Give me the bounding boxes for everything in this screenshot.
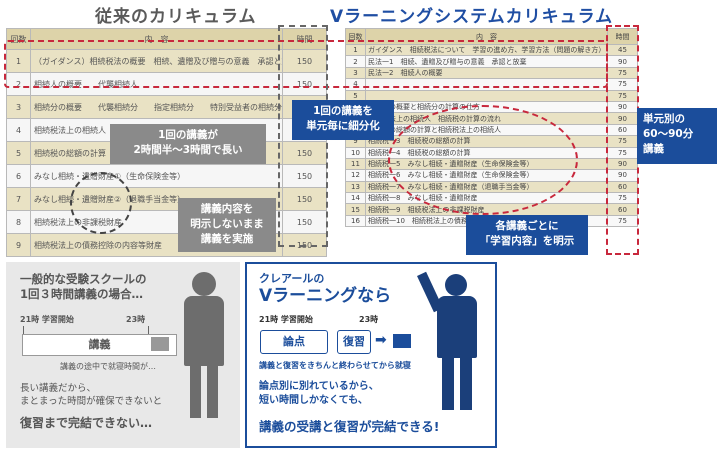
heading-line: Vラーニングなら	[259, 286, 392, 306]
cell-time: 150	[282, 72, 327, 96]
end-time-label: 23時	[126, 315, 146, 324]
cheering-person-leg	[442, 358, 454, 410]
tired-person-leg	[207, 366, 218, 418]
start-time-label: 21時 学習開始	[20, 315, 74, 324]
cell-no: 4	[6, 118, 31, 142]
cell-content: みなし相続・遺贈財産①（生命保険金等）	[30, 164, 283, 188]
cell-no: 3	[6, 95, 31, 119]
start-tick	[23, 326, 24, 334]
callout-line: 単元毎に細分化	[306, 120, 380, 132]
per-unit-callout: 単元別の 60〜90分 講義	[637, 108, 717, 164]
cheering-person-body	[437, 296, 477, 358]
vlearning-conclusion: 講義の受講と復習が完結できる!	[259, 419, 440, 434]
cell-content: 相続人の概要 代襲相続人	[30, 72, 283, 96]
callout-line: 講義内容を	[200, 203, 254, 215]
vlearning-note: 講義と復習をきちんと終わらせてから就寝	[259, 361, 411, 370]
subdivided-callout: 1回の講義を 単元毎に細分化	[292, 100, 394, 140]
callout-line: 講義を実施	[200, 233, 254, 245]
cell-time: 150	[282, 141, 327, 165]
vlearning-panel: クレアールの Vラーニングなら 21時 学習開始 23時 論点 復習 ➡ 講義と…	[245, 262, 497, 448]
callout-line: 「学習内容」を明示	[479, 235, 575, 247]
review-block: 復習	[337, 330, 371, 354]
cell-no: 5	[6, 141, 31, 165]
body-line: 論点別に別れているから、	[259, 381, 379, 392]
current-curriculum-title: 従来のカリキュラム	[95, 7, 257, 27]
cell-no: 14	[345, 192, 366, 205]
cell-no: 11	[345, 157, 366, 171]
col-header-time: 時間	[607, 28, 638, 45]
col-header-content: 内 容	[30, 28, 283, 50]
bed-icon	[151, 337, 169, 351]
cheering-person-icon	[445, 274, 467, 296]
cell-no: 15	[345, 203, 366, 216]
heading-line: クレアールの	[259, 272, 325, 285]
lecture-block: 講義	[22, 334, 177, 356]
cell-time: 150	[282, 187, 327, 211]
cell-content: 相続分の概要 代襲相続分 指定相続分 特別受益者の相続分	[30, 95, 283, 119]
conventional-body: 長い講義だから、 まとまった時間が確保できないと	[20, 382, 162, 408]
tired-person-body	[184, 296, 224, 366]
end-time-label: 23時	[359, 315, 379, 324]
unclear-content-circle	[70, 172, 132, 234]
callout-line: 1回の講義が	[158, 129, 218, 141]
cell-no: 12	[345, 169, 366, 182]
cell-content: （ガイダンス）相続税法の概要 相続、遺贈及び贈与の意義 承認と放棄	[30, 49, 283, 73]
cell-time: 150	[282, 164, 327, 188]
cell-no: 16	[345, 214, 366, 228]
vlearning-body: 論点別に別れているから、 短い時間しかなくても、	[259, 380, 379, 408]
arrow-right-icon: ➡	[375, 332, 387, 348]
tired-person-icon	[192, 272, 216, 296]
callout-line: 各講義ごとに	[495, 220, 559, 232]
tired-person-leg	[190, 366, 201, 418]
unclear-content-callout: 講義内容を 明示しないまま 講義を実施	[178, 198, 276, 252]
callout-line: 単元別の	[643, 113, 685, 125]
cell-content: ガイダンス 相続税法について 学習の進め方、学習方法（問題の解き方）	[365, 43, 608, 57]
body-line: まとまった時間が確保できないと	[20, 396, 163, 407]
body-line: 長い講義だから、	[20, 383, 97, 394]
vlearning-heading: クレアールの Vラーニングなら	[259, 270, 391, 307]
cell-no: 8	[6, 210, 31, 234]
end-tick	[148, 326, 149, 334]
body-line: 短い時間しかなくても、	[259, 395, 368, 406]
callout-line: 60〜90分	[643, 128, 694, 140]
cell-no: 10	[345, 146, 366, 159]
heading-line: 一般的な受験スクールの	[20, 272, 147, 286]
clear-content-callout: 各講義ごとに 「学習内容」を明示	[466, 215, 588, 255]
conventional-school-panel: 一般的な受験スクールの 1回３時間講義の場合… 21時 学習開始 23時 講義 …	[6, 262, 240, 448]
callout-line: 2時間半〜3時間で長い	[133, 144, 243, 156]
bed-icon	[393, 334, 411, 348]
long-lecture-callout: 1回の講義が 2時間半〜3時間で長い	[110, 124, 266, 164]
conventional-conclusion: 復習まで完結できない…	[20, 416, 153, 430]
callout-line: 1回の講義を	[313, 105, 373, 117]
vlearning-curriculum-title: Vラーニングシステムカリキュラム	[330, 7, 614, 27]
cheering-person-leg	[460, 358, 472, 410]
vl-time-column-highlight	[606, 25, 639, 255]
callout-line: 明示しないまま	[190, 218, 264, 230]
heading-line: 1回３時間講義の場合…	[20, 287, 144, 301]
start-time-label: 21時 学習開始	[259, 315, 313, 324]
cell-no: 1	[345, 43, 366, 57]
cell-no: 9	[6, 233, 31, 257]
conventional-heading: 一般的な受験スクールの 1回３時間講義の場合…	[20, 272, 147, 302]
cell-time: 75	[607, 89, 638, 102]
lecture-note: 講義の途中で就寝時間が…	[60, 362, 156, 371]
clear-content-circle	[388, 105, 578, 215]
cell-no: 13	[345, 180, 366, 194]
topic-block: 論点	[260, 330, 328, 354]
cell-no: 6	[6, 164, 31, 188]
callout-line: 講義	[643, 143, 664, 155]
cell-content	[365, 89, 608, 102]
cell-no: 7	[6, 187, 31, 211]
